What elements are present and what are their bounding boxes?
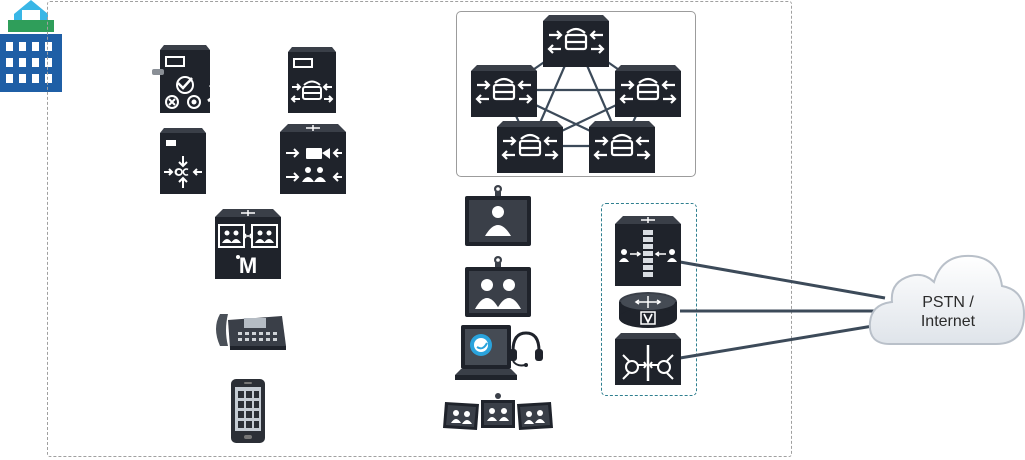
contact-center-server-icon xyxy=(160,128,206,194)
site-boundary xyxy=(47,1,792,457)
video-endpoint-icon xyxy=(465,185,531,246)
meeting-server-icon: M xyxy=(215,209,281,279)
ip-phone-icon xyxy=(216,314,286,350)
call-manager-cluster-node-icon xyxy=(543,15,609,67)
session-border-controller-icon xyxy=(615,333,681,385)
cloud-label-line2: Internet xyxy=(920,313,976,330)
video-endpoint-icon xyxy=(465,256,531,317)
telepresence-room-icon xyxy=(443,393,553,430)
video-conference-bridge-icon xyxy=(280,124,346,194)
svg-text:M: M xyxy=(239,253,257,278)
link-expressway-cloud xyxy=(679,260,886,300)
headset-icon xyxy=(509,331,543,367)
expressway-firewall-icon xyxy=(615,216,681,286)
building-icon xyxy=(0,0,62,92)
call-manager-server-icon xyxy=(288,47,336,113)
mobile-phone-icon xyxy=(231,379,265,443)
cloud-label-line1: PSTN / xyxy=(922,294,974,311)
call-manager-cluster-node-icon xyxy=(589,121,655,173)
provisioning-server-icon xyxy=(152,45,216,113)
edge-services-group xyxy=(601,203,697,396)
link-sbc-cloud xyxy=(679,322,886,360)
cloud-label: PSTN / Internet xyxy=(900,293,996,331)
call-manager-cluster-node-icon xyxy=(471,65,537,117)
call-manager-cluster-node-icon xyxy=(615,65,681,117)
voice-router-icon xyxy=(619,292,677,328)
call-manager-cluster-node-icon xyxy=(497,121,563,173)
jabber-laptop-icon xyxy=(455,325,517,380)
cloud-icon xyxy=(868,254,1025,345)
